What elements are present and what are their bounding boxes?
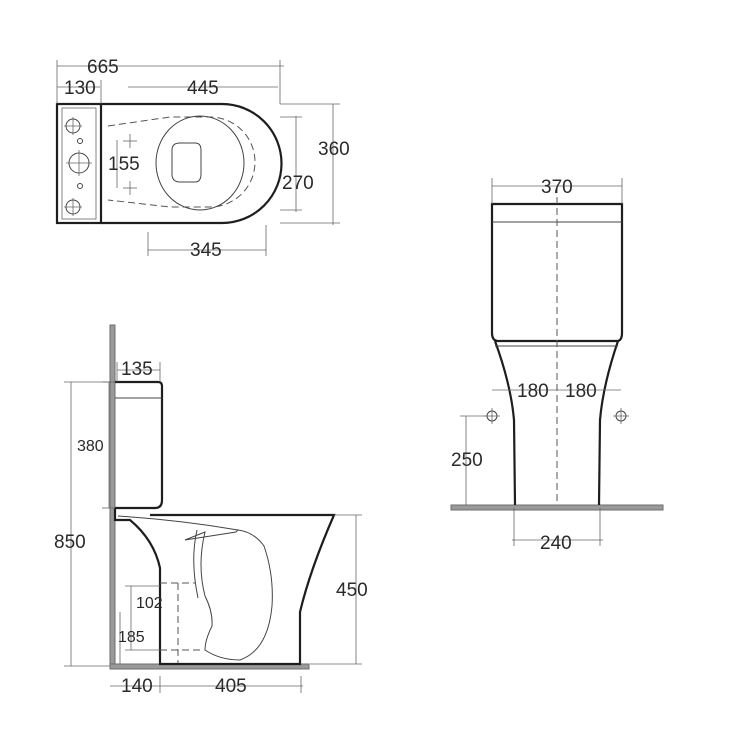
front-view: 370 180 180 250 240 [450, 177, 664, 554]
plan-water-opening [171, 142, 202, 183]
dim-foot-width: 240 [540, 533, 572, 554]
dim-pan-length: 345 [190, 240, 222, 261]
dim-bowl-length: 445 [187, 78, 219, 99]
front-floor [450, 504, 664, 511]
plan-rim-dashed [107, 116, 256, 208]
dim-cistern-top-depth: 135 [121, 359, 153, 380]
side-bowl-outline [113, 508, 336, 666]
plan-bowl-inner [155, 115, 245, 211]
plan-cistern-holes [64, 117, 92, 216]
plan-fixing-points [123, 134, 137, 195]
dim-outlet-height: 185 [118, 629, 145, 646]
side-wall [109, 324, 116, 669]
dim-cistern-depth: 130 [64, 78, 96, 99]
plan-view: 665 130 445 155 360 270 345 [55, 57, 350, 261]
dim-cistern-width: 370 [541, 177, 573, 198]
dim-outlet-wall-distance: 140 [121, 676, 153, 697]
dim-cistern-height: 380 [77, 438, 104, 455]
plan-bowl-outline [101, 102, 283, 225]
dim-foot-length: 405 [215, 676, 247, 697]
side-view: 135 380 850 450 102 185 140 405 [54, 324, 368, 697]
dim-seat-height: 450 [336, 580, 368, 601]
side-trapway [184, 529, 273, 661]
front-pedestal [493, 340, 620, 506]
side-outlet-dashed [160, 582, 200, 663]
dim-fixing-height: 250 [451, 450, 483, 471]
dim-bowl-width: 270 [282, 173, 314, 194]
dim-overall-width: 360 [318, 139, 350, 160]
dim-fixing-left: 180 [517, 381, 549, 402]
dim-overall-length: 665 [87, 57, 119, 78]
dim-overall-height: 850 [54, 532, 86, 553]
side-cistern [115, 380, 164, 510]
front-fixing-points [484, 408, 629, 424]
dim-outlet-diameter: 102 [136, 595, 163, 612]
plan-cistern [55, 102, 103, 225]
dim-fixing-spacing: 155 [108, 154, 140, 175]
dim-fixing-right: 180 [565, 381, 597, 402]
